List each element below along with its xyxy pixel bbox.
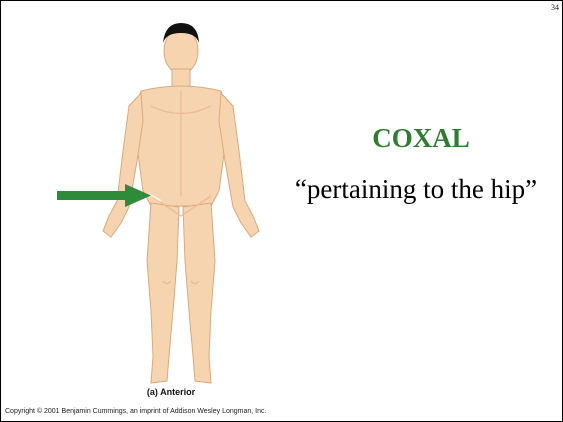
- leg-left: [183, 203, 215, 383]
- leg-right: [147, 203, 179, 383]
- anatomy-figure: (a) Anterior: [51, 11, 291, 401]
- slide-title: COXAL: [301, 123, 541, 154]
- arm-left: [219, 93, 259, 237]
- neck: [172, 69, 190, 87]
- figure-caption: (a) Anterior: [51, 387, 291, 397]
- human-body-illustration: [51, 11, 291, 401]
- green-arrow-icon: [57, 184, 151, 207]
- arrow-shaft: [57, 191, 127, 200]
- arm-right: [103, 93, 143, 237]
- slide-number: 34: [551, 3, 559, 12]
- slide-definition: “pertaining to the hip”: [291, 173, 541, 205]
- copyright-notice: Copyright © 2001 Benjamin Cummings, an i…: [5, 408, 560, 415]
